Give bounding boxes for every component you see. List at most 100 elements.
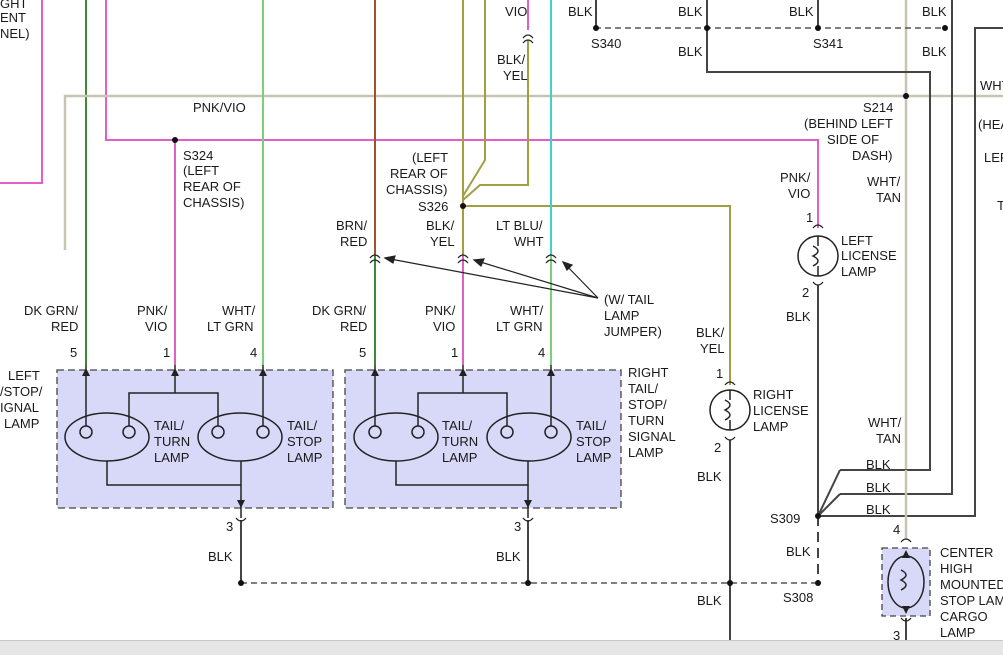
label-pnk-left-license: PNK/ xyxy=(780,170,811,185)
label-s309: S309 xyxy=(770,511,800,526)
label-right-assembly-1: RIGHT xyxy=(628,365,669,380)
splice-s309 xyxy=(815,513,821,519)
label-left-license-2: LICENSE xyxy=(841,248,897,263)
label-wht-ltblu: WHT xyxy=(514,234,544,249)
label-t: T xyxy=(997,198,1003,213)
label-left-license-1: LEFT xyxy=(841,233,873,248)
label-jumper: JUMPER) xyxy=(604,324,662,339)
blk-wire-top-5 xyxy=(818,27,1003,517)
splice-s341 xyxy=(815,25,821,31)
label-left-lamp-1: LEFT xyxy=(8,368,40,383)
label-pin3-right: 3 xyxy=(514,519,521,534)
label-s326-left: (LEFT xyxy=(412,150,448,165)
label-left-tail-2: TURN xyxy=(154,434,190,449)
label-pin2-left-license: 2 xyxy=(802,285,809,300)
label-blk-2: BLK xyxy=(678,4,703,19)
label-ltgrn-left: LT GRN xyxy=(207,319,253,334)
label-right-assembly-4: TURN xyxy=(628,413,664,428)
label-s326-rear: REAR OF xyxy=(390,166,448,181)
splice-s308-c xyxy=(727,580,733,586)
label-yel-right-license: YEL xyxy=(700,341,725,356)
wht-wire-s214 xyxy=(63,94,1003,250)
label-wht-left: WHT/ xyxy=(222,303,256,318)
label-blk-left-ground: BLK xyxy=(208,549,233,564)
label-yel-top: YEL xyxy=(503,68,528,83)
label-red-brn: RED xyxy=(340,234,367,249)
label-wht-tan-1: WHT/ xyxy=(867,174,901,189)
blk-wire-s309-a xyxy=(817,469,841,517)
label-s308: S308 xyxy=(783,590,813,605)
label-s214: S214 xyxy=(863,100,893,115)
label-chmsl-4: STOP LAM xyxy=(940,593,1003,608)
splice-s308-a xyxy=(238,580,244,586)
label-s341: S341 xyxy=(813,36,843,51)
label-right-assembly-5: SIGNAL xyxy=(628,429,676,444)
label-left-stop-3: LAMP xyxy=(287,450,322,465)
label-behind-1: (BEHIND LEFT xyxy=(804,116,893,131)
label-pin2-right-license: 2 xyxy=(714,440,721,455)
left-tail-lamp-assembly xyxy=(56,365,334,518)
horizontal-scrollbar[interactable] xyxy=(0,640,1003,655)
label-pnk-vio-top: PNK/VIO xyxy=(193,100,246,115)
label-vio-left: VIO xyxy=(145,319,167,334)
label-blk-s309-1: BLK xyxy=(866,457,891,472)
label-pin4-left: 4 xyxy=(250,345,257,360)
label-vio-right: VIO xyxy=(433,319,455,334)
label-blk-yel-top: BLK/ xyxy=(497,52,526,67)
label-left-stop-1: TAIL/ xyxy=(287,418,317,433)
label-pin3-left: 3 xyxy=(226,519,233,534)
label-pin1-left-license: 1 xyxy=(806,210,813,225)
label-right-license-3: LAMP xyxy=(753,419,788,434)
label-vio-left-license: VIO xyxy=(788,186,810,201)
label-right-tail-2: TURN xyxy=(442,434,478,449)
label-blk-6: BLK xyxy=(922,44,947,59)
label-dkgrn-right: DK GRN/ xyxy=(312,303,367,318)
label-blk-3: BLK xyxy=(789,4,814,19)
label-pin1-right-license: 1 xyxy=(716,366,723,381)
label-right-stop-3: LAMP xyxy=(576,450,611,465)
label-right-assembly-2: TAIL/ xyxy=(628,381,658,396)
right-license-lamp xyxy=(709,389,751,431)
label-behind-3: DASH) xyxy=(852,148,892,163)
blk-yel-wire-branch xyxy=(462,0,486,197)
splice-s326 xyxy=(460,203,466,209)
label-s324-chassis: CHASSIS) xyxy=(183,195,244,210)
splice-s324 xyxy=(172,137,178,143)
label-ltgrn-right: LT GRN xyxy=(496,319,542,334)
label-chmsl-5: CARGO xyxy=(940,609,988,624)
label-yel-jumper: YEL xyxy=(430,234,455,249)
label-behind-2: SIDE OF xyxy=(827,132,879,147)
label-left-tail-3: LAMP xyxy=(154,450,189,465)
label-w-tail: (W/ TAIL xyxy=(604,292,654,307)
pnk-wire-far-left xyxy=(0,0,43,184)
label-right-stop-1: TAIL/ xyxy=(576,418,606,433)
label-blk-s308: BLK xyxy=(697,593,722,608)
label-lamp-word: LAMP xyxy=(604,308,639,323)
splice-s308-d xyxy=(815,580,821,586)
label-red-right: RED xyxy=(340,319,367,334)
label-lt-blu: LT BLU/ xyxy=(496,218,543,233)
label-lef: LEF xyxy=(984,150,1003,165)
blk-wire-top-4 xyxy=(840,0,953,495)
chmsl-lamp xyxy=(881,547,931,617)
label-pin5-right: 5 xyxy=(359,345,366,360)
label-blk-s309-down: BLK xyxy=(786,544,811,559)
label-hea: (HEA xyxy=(978,117,1003,132)
splice-s341b xyxy=(942,25,948,31)
label-pnk-left: PNK/ xyxy=(137,303,168,318)
label-chmsl-2: HIGH xyxy=(940,561,973,576)
label-pin4-chmsl: 4 xyxy=(893,522,900,537)
label-pin3-chmsl: 3 xyxy=(893,628,900,643)
splice-s340 xyxy=(593,25,599,31)
label-s326-chassis: CHASSIS) xyxy=(386,182,447,197)
blk-wire-s309-b xyxy=(817,493,841,517)
label-blk-left-license: BLK xyxy=(786,309,811,324)
label-blk-right-license: BLK xyxy=(697,469,722,484)
label-topleft-1: GHT xyxy=(0,0,28,11)
label-right-stop-2: STOP xyxy=(576,434,611,449)
blk-wire-top-2 xyxy=(706,0,931,471)
label-pin1-left: 1 xyxy=(163,345,170,360)
label-blk-1: BLK xyxy=(568,4,593,19)
